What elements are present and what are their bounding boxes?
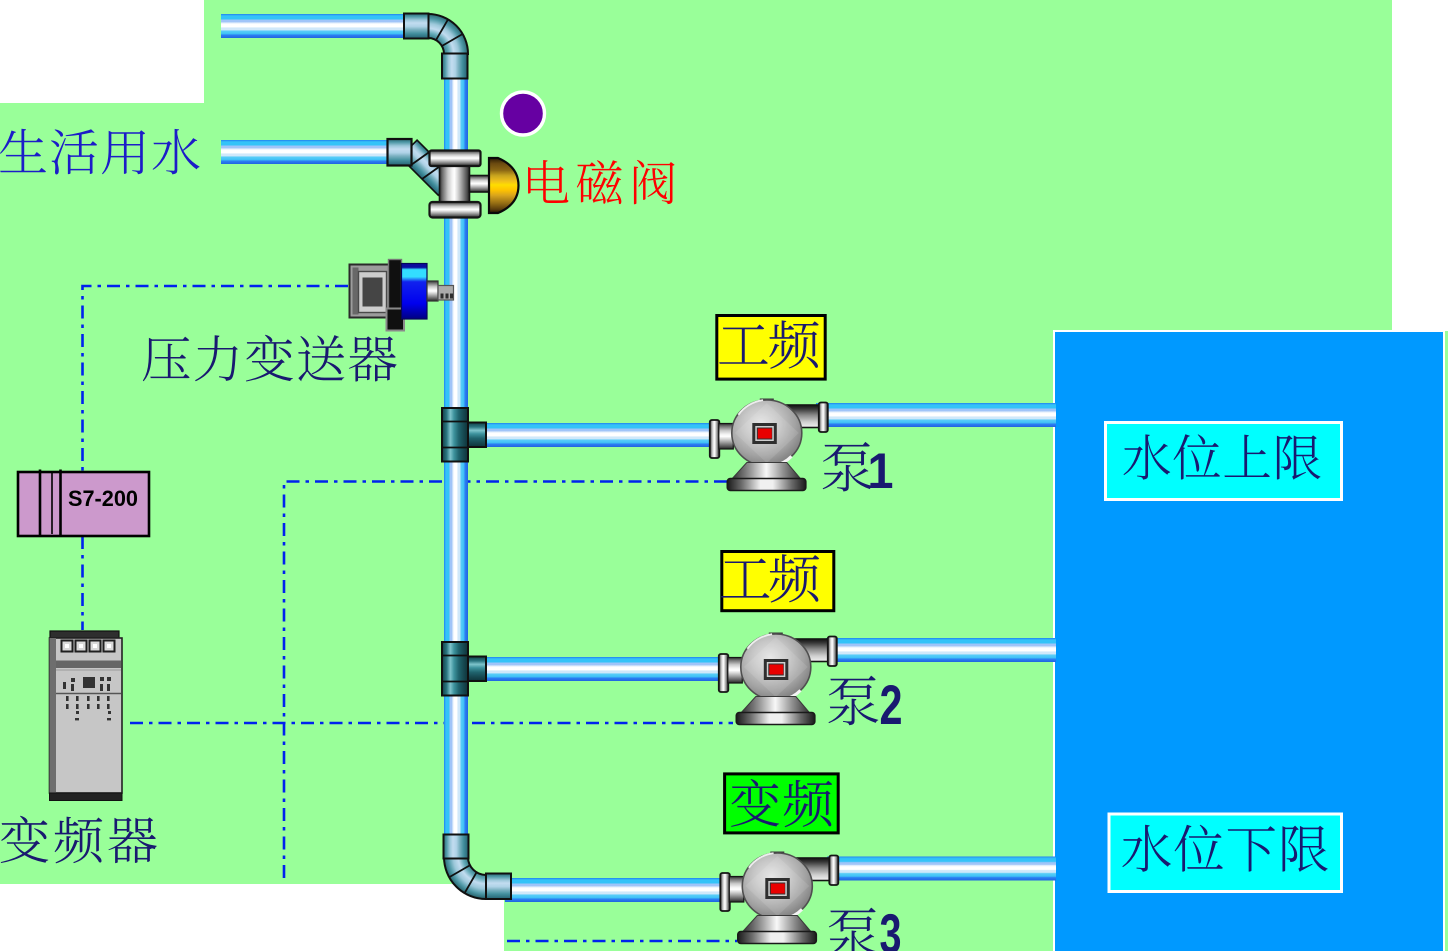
svg-text:2: 2	[880, 673, 903, 736]
svg-text:3: 3	[880, 902, 902, 951]
svg-text:1: 1	[868, 443, 894, 499]
svg-text:S7-200: S7-200	[68, 486, 138, 511]
